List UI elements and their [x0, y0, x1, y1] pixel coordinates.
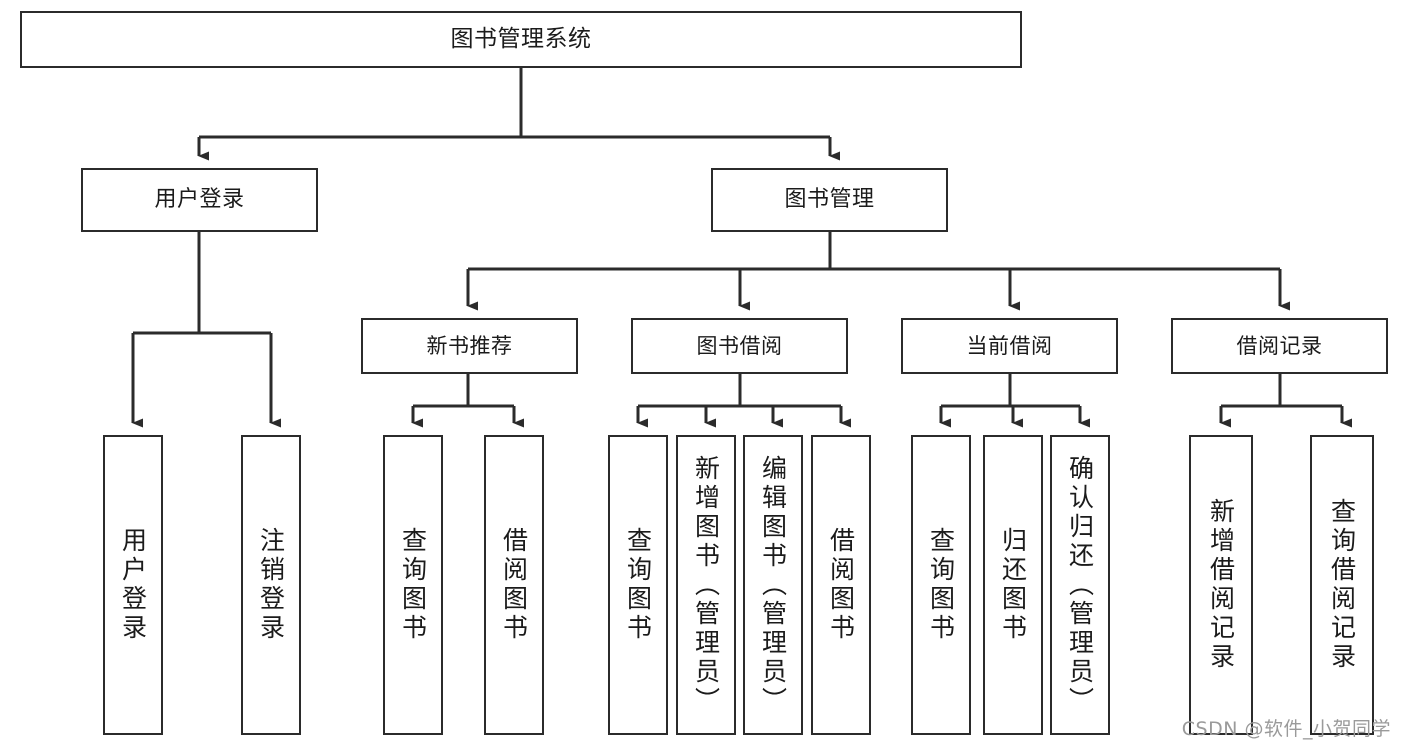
node-label: 归还图书: [998, 527, 1028, 643]
node-label: 查询借阅记录: [1327, 498, 1357, 672]
node-label: 用户登录: [118, 527, 148, 643]
node-label: 注销登录: [256, 527, 286, 643]
node-label: 图书借阅: [696, 333, 783, 358]
node-book-management[interactable]: 图书管理: [711, 168, 948, 232]
leaf-add-book-admin[interactable]: 新增图书（管理员）: [676, 435, 736, 735]
node-new-book-recommend[interactable]: 新书推荐: [361, 318, 578, 374]
leaf-edit-book-admin[interactable]: 编辑图书（管理员）: [743, 435, 803, 735]
leaf-query-books-current[interactable]: 查询图书: [911, 435, 971, 735]
watermark-text: CSDN @软件_小贺同学: [1181, 718, 1391, 740]
leaf-borrow-books-new[interactable]: 借阅图书: [484, 435, 544, 735]
leaf-borrow-books[interactable]: 借阅图书: [811, 435, 871, 735]
node-borrow-records[interactable]: 借阅记录: [1171, 318, 1388, 374]
node-label: 编辑图书（管理员）: [758, 454, 788, 716]
node-root-system[interactable]: 图书管理系统: [20, 11, 1022, 68]
node-current-borrow[interactable]: 当前借阅: [901, 318, 1118, 374]
node-label: 借阅记录: [1236, 333, 1323, 358]
node-label: 查询图书: [926, 527, 956, 643]
node-label: 图书管理: [784, 187, 875, 213]
leaf-confirm-return-admin[interactable]: 确认归还（管理员）: [1050, 435, 1110, 735]
node-label: 确认归还（管理员）: [1065, 454, 1095, 716]
leaf-query-borrow-record[interactable]: 查询借阅记录: [1310, 435, 1374, 735]
node-label: 新增借阅记录: [1206, 498, 1236, 672]
node-label: 新增图书（管理员）: [691, 454, 721, 716]
node-label: 图书管理系统: [450, 25, 592, 52]
node-label: 查询图书: [623, 527, 653, 643]
leaf-user-login[interactable]: 用户登录: [103, 435, 163, 735]
node-user-login[interactable]: 用户登录: [81, 168, 318, 232]
leaf-logout[interactable]: 注销登录: [241, 435, 301, 735]
node-label: 查询图书: [398, 527, 428, 643]
node-label: 借阅图书: [826, 527, 856, 643]
node-book-borrow[interactable]: 图书借阅: [631, 318, 848, 374]
leaf-query-books-borrow[interactable]: 查询图书: [608, 435, 668, 735]
leaf-query-books-new[interactable]: 查询图书: [383, 435, 443, 735]
node-label: 新书推荐: [426, 333, 513, 358]
node-label: 借阅图书: [499, 527, 529, 643]
node-label: 当前借阅: [966, 333, 1053, 358]
node-label: 用户登录: [154, 187, 245, 213]
leaf-return-books[interactable]: 归还图书: [983, 435, 1043, 735]
leaf-add-borrow-record[interactable]: 新增借阅记录: [1189, 435, 1253, 735]
